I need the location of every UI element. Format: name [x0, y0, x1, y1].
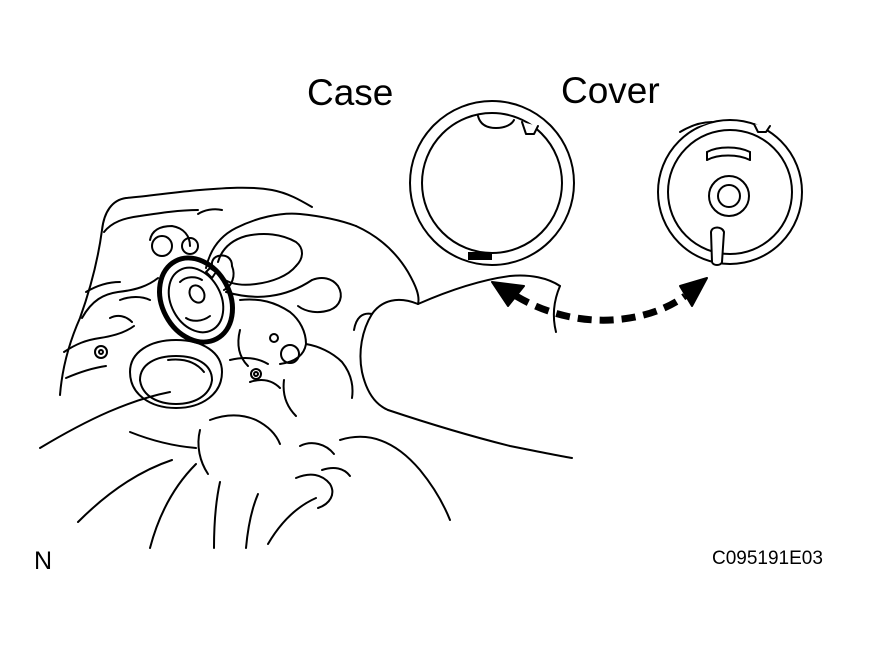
figure-code-label: C095191E03: [712, 548, 823, 569]
bolt-holes: [94, 235, 300, 380]
alignment-arrow: [491, 277, 708, 324]
transmission-case-housing: [59, 186, 354, 475]
bearing-bore: [129, 339, 223, 409]
view-marker-label: N: [34, 547, 53, 575]
cover-label: Cover: [561, 70, 660, 111]
cover-detail-view: [657, 119, 803, 266]
case-label: Case: [307, 72, 394, 113]
cover-alignment-tab: [710, 226, 725, 266]
case-lower-contours: [39, 391, 451, 549]
part-in-hand: [157, 255, 235, 345]
sleeve: [353, 274, 573, 459]
hand: [205, 212, 420, 314]
case-alignment-mark: [468, 252, 492, 260]
case-detail-view: [409, 100, 575, 266]
